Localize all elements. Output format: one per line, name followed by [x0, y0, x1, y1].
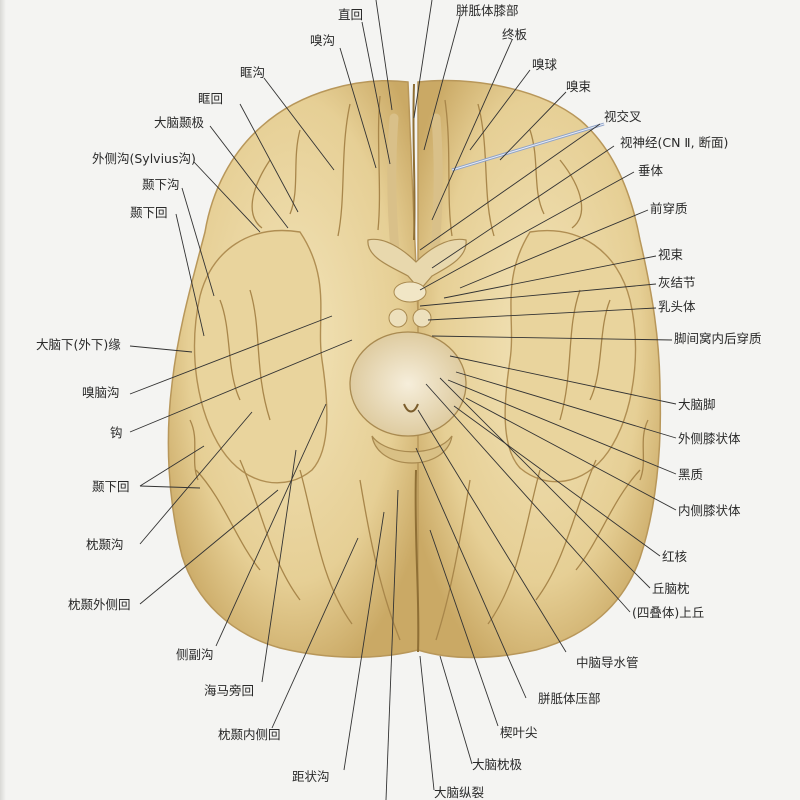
label-lateral-geniculate-body: 外侧膝状体	[678, 431, 741, 446]
label-rhinal-sulcus: 嗅脑沟	[82, 385, 120, 400]
label-optic-chiasm: 视交叉	[604, 109, 642, 124]
label-longitudinal-fissure: 大脑纵裂	[434, 785, 485, 800]
label-calcarine-sulcus: 距状沟	[292, 769, 330, 784]
label-olfactory-bulb: 嗅球	[532, 57, 558, 72]
label-hypophysis: 垂体	[638, 163, 664, 178]
label-parahippocampal-gyrus: 海马旁回	[204, 683, 255, 698]
label-substantia-nigra: 黑质	[678, 467, 704, 482]
label-cuneus-apex: 楔叶尖	[500, 725, 538, 740]
label-inferior-temporal-gyrus-top: 颞下回	[130, 205, 168, 220]
label-uncus: 钩	[110, 425, 123, 440]
sulci-pattern	[189, 95, 649, 641]
label-medial-geniculate-body: 内侧膝状体	[678, 503, 741, 518]
label-occipitotemporal-sulcus: 枕颞沟	[86, 537, 124, 552]
midbrain-section	[349, 331, 467, 437]
label-occipital-pole: 大脑枕极	[472, 757, 523, 772]
longitudinal-fissure-line	[412, 83, 420, 653]
label-temporal-pole: 大脑颞极	[154, 115, 205, 130]
label-posterior-perforated-substance: 脚间窝内后穿质	[674, 331, 762, 346]
probe-highlight	[451, 123, 605, 171]
page-edge-shadow	[0, 0, 6, 800]
label-olfactory-tract: 嗅束	[566, 79, 592, 94]
label-inferior-temporal-sulcus: 颞下沟	[142, 177, 180, 192]
label-lateral-occipitotemporal-gyrus: 枕颞外侧回	[68, 597, 131, 612]
label-optic-nerve: 视神经(CN Ⅱ, 断面)	[620, 135, 729, 150]
label-mammillary-body: 乳头体	[658, 299, 696, 314]
label-red-nucleus: 红核	[662, 549, 688, 564]
label-cerebral-aqueduct: 中脑导水管	[576, 655, 639, 670]
label-orbital-sulcus: 眶沟	[240, 65, 266, 80]
mammillary-bodies	[388, 308, 408, 328]
label-anterior-perforated-substance: 前穿质	[650, 201, 688, 216]
leader-lines	[129, 0, 677, 800]
label-optic-tract: 视束	[658, 247, 684, 262]
label-tuber-cinereum: 灰结节	[658, 275, 696, 290]
label-lamina-terminalis: 终板	[502, 27, 528, 42]
pituitary-shape	[393, 281, 427, 303]
label-orbital-gyrus: 眶回	[198, 91, 224, 106]
label-collateral-sulcus: 侧副沟	[176, 647, 214, 662]
label-lateral-sulcus: 外侧沟(Sylvius沟)	[92, 151, 196, 166]
label-pulvinar: 丘脑枕	[652, 581, 690, 596]
left-temporal-lobe	[193, 229, 328, 484]
label-cerebral-peduncle: 大脑脚	[678, 397, 716, 412]
aqueduct-mark	[403, 403, 419, 413]
label-inferolateral-margin: 大脑下(外下)缘	[36, 337, 121, 352]
splenium-shape	[371, 435, 453, 464]
label-superior-colliculus: (四叠体)上丘	[632, 605, 705, 620]
label-medial-occipitotemporal-gyrus: 枕颞内侧回	[218, 727, 281, 742]
label-corpus-callosum-genu: 胼胝体膝部	[456, 3, 519, 18]
mammillary-body-right	[412, 308, 432, 328]
optic-chiasm-shape	[367, 238, 467, 291]
label-corpus-callosum-splenium: 胼胝体压部	[538, 691, 601, 706]
label-gyrus-rectus: 直回	[338, 7, 364, 22]
label-inferior-temporal-gyrus-bottom: 颞下回	[92, 479, 130, 494]
label-olfactory-sulcus: 嗅沟	[310, 33, 336, 48]
